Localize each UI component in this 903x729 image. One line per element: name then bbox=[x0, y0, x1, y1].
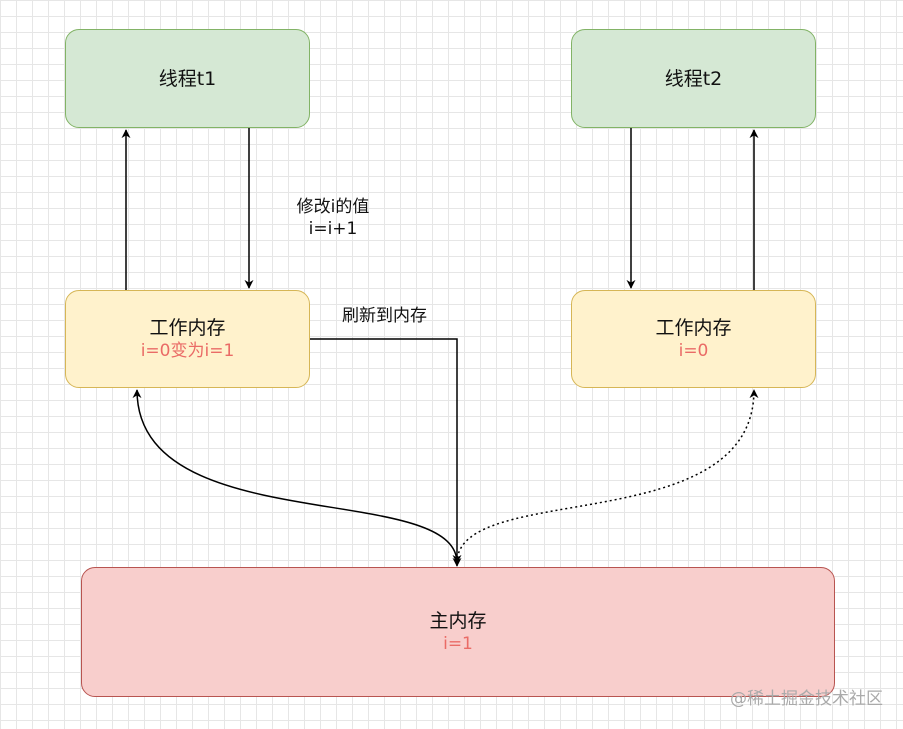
work-memory-2-title: 工作内存 bbox=[655, 317, 732, 339]
work-memory-2-value: i=0 bbox=[678, 341, 709, 361]
thread-t2-title: 线程t2 bbox=[664, 67, 723, 90]
curve-main-work1 bbox=[132, 389, 462, 564]
work-memory-1-title: 工作内存 bbox=[149, 317, 226, 339]
main-memory-title: 主内存 bbox=[429, 610, 487, 632]
modify-label: 修改i的值 i=i+1 bbox=[278, 196, 388, 240]
flush-label: 刷新到内存 bbox=[342, 306, 427, 326]
thread-t2-node[interactable]: 线程t2 bbox=[571, 29, 816, 128]
work-memory-2-node[interactable]: 工作内存 i=0 bbox=[571, 290, 816, 388]
thread-t1-title: 线程t1 bbox=[158, 67, 217, 90]
work-memory-1-value: i=0变为i=1 bbox=[140, 341, 235, 361]
watermark: @稀土掘金技术社区 bbox=[730, 689, 883, 709]
main-memory-value: i=1 bbox=[443, 634, 473, 654]
curve-main-work2 bbox=[456, 389, 759, 564]
work-memory-1-node[interactable]: 工作内存 i=0变为i=1 bbox=[65, 290, 310, 388]
main-memory-node[interactable]: 主内存 i=1 bbox=[81, 567, 835, 697]
thread-t1-node[interactable]: 线程t1 bbox=[65, 29, 310, 128]
modify-label-line2: i=i+1 bbox=[308, 219, 358, 239]
modify-label-line1: 修改i的值 bbox=[296, 197, 370, 217]
